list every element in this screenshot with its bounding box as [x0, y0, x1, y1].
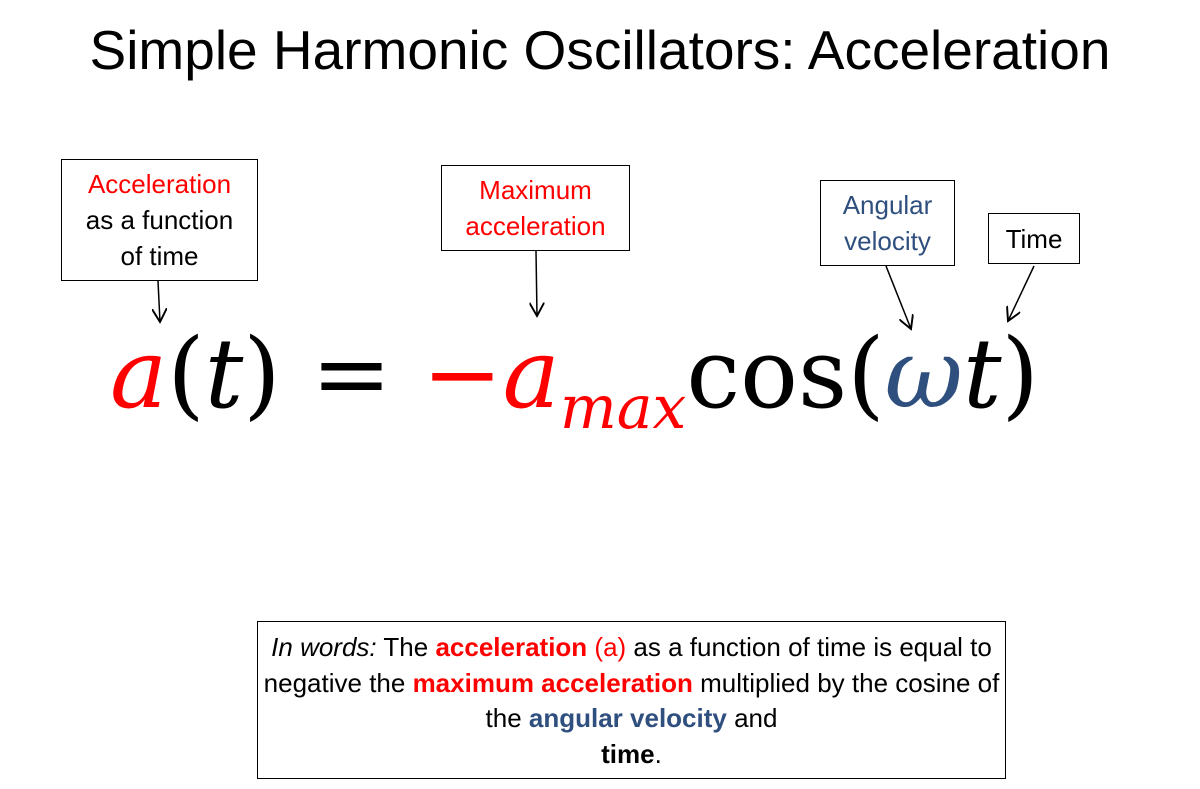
words-prefix: In words: [271, 632, 377, 662]
eq-cos: cos( [686, 318, 885, 430]
words-time: time [601, 738, 655, 769]
equation: a(t) = −amaxcos(ωt) [110, 318, 1039, 443]
label-angular-velocity: Angular velocity [820, 180, 955, 266]
slide-title: Simple Harmonic Oscillators: Acceleratio… [89, 19, 1111, 81]
arrow [536, 250, 537, 316]
eq-amax: a [502, 318, 560, 430]
label-time: Time [988, 213, 1080, 264]
arrow [1008, 265, 1035, 321]
label-text: velocity [844, 226, 931, 256]
arrow [158, 280, 160, 322]
label-text: Maximum [479, 175, 592, 205]
words-text: The [376, 632, 436, 662]
words-text: multiplied by the cosine of the [485, 667, 1000, 734]
words-a: (a) [587, 632, 627, 662]
eq-a: a [110, 318, 168, 430]
eq-paren: ( [167, 318, 205, 430]
words-max-acceleration: maximum acceleration [412, 667, 693, 698]
label-text: Time [1005, 223, 1063, 254]
label-text: Acceleration [87, 169, 232, 199]
eq-omega: ω [884, 318, 963, 430]
eq-paren: ) [243, 318, 281, 430]
label-text: as a function [85, 205, 234, 235]
eq-paren: ) [1001, 318, 1039, 430]
label-maximum-acceleration: Maximum acceleration [441, 165, 630, 251]
arrow [885, 265, 911, 329]
in-words-box: In words: The acceleration (a) as a func… [257, 621, 1006, 779]
label-text: of time [120, 241, 199, 271]
words-angular-velocity: angular velocity [528, 703, 727, 733]
words-text: and [726, 703, 778, 733]
eq-minus: − [422, 318, 503, 430]
eq-t: t [204, 318, 244, 430]
eq-equals: = [280, 318, 423, 430]
words-text: as a function of time is equal to negati… [263, 632, 992, 698]
label-text: Angular [842, 190, 933, 220]
words-acceleration: acceleration [435, 632, 588, 662]
label-text: acceleration [465, 211, 606, 241]
words-text: . [654, 738, 662, 769]
eq-t: t [962, 318, 1002, 430]
label-acceleration-function: Acceleration as a function of time [61, 159, 258, 281]
eq-subscript-max: max [559, 373, 687, 443]
